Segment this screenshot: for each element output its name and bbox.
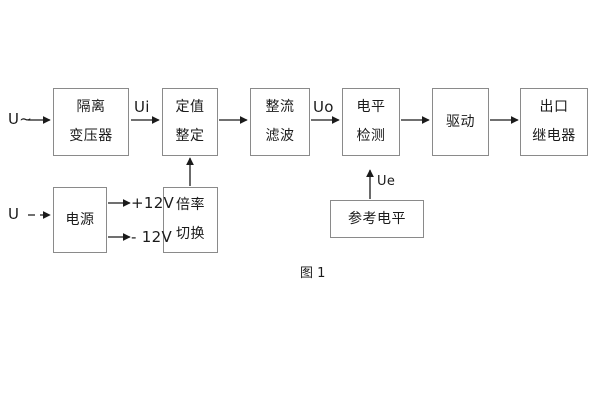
block-line: 检测 (356, 128, 386, 144)
block-level-detection[interactable]: 电平 检测 (342, 88, 400, 156)
block-line: 变压器 (69, 128, 113, 144)
block-line: 滤波 (265, 128, 295, 144)
block-drive[interactable]: 驱动 (432, 88, 489, 156)
label-input-dc: U (8, 205, 20, 223)
label-supply-positive: +12V (131, 194, 175, 212)
block-power-supply[interactable]: 电源 (53, 187, 107, 253)
block-line: 倍率 (176, 197, 205, 214)
label-ue: Ue (377, 174, 396, 189)
block-reference-level[interactable]: 参考电平 (330, 200, 424, 238)
block-output-relay[interactable]: 出口 继电器 (520, 88, 588, 156)
block-multiplier-switch[interactable]: 倍率 切换 (163, 187, 218, 253)
block-rectify-filter[interactable]: 整流 滤波 (250, 88, 310, 156)
label-ui: Ui (134, 98, 150, 116)
figure-caption: 图 1 (300, 266, 326, 281)
label-supply-negative: - 12V (131, 228, 173, 246)
block-line: 整定 (175, 128, 205, 144)
block-line: 隔离 (76, 99, 106, 116)
block-setting-value[interactable]: 定值 整定 (162, 88, 218, 156)
block-isolation-transformer[interactable]: 隔离 变压器 (53, 88, 129, 156)
block-line: 继电器 (532, 128, 576, 144)
block-line: 切换 (176, 226, 205, 242)
block-line: 整流 (265, 99, 295, 116)
block-line: 参考电平 (348, 210, 406, 227)
block-line: 电平 (356, 99, 386, 116)
block-line: 定值 (175, 99, 205, 116)
label-uo: Uo (313, 98, 334, 116)
label-input-ac: U~ (8, 110, 33, 128)
block-line: 出口 (539, 99, 569, 116)
block-line: 电源 (65, 211, 95, 228)
block-line: 驱动 (446, 113, 475, 130)
